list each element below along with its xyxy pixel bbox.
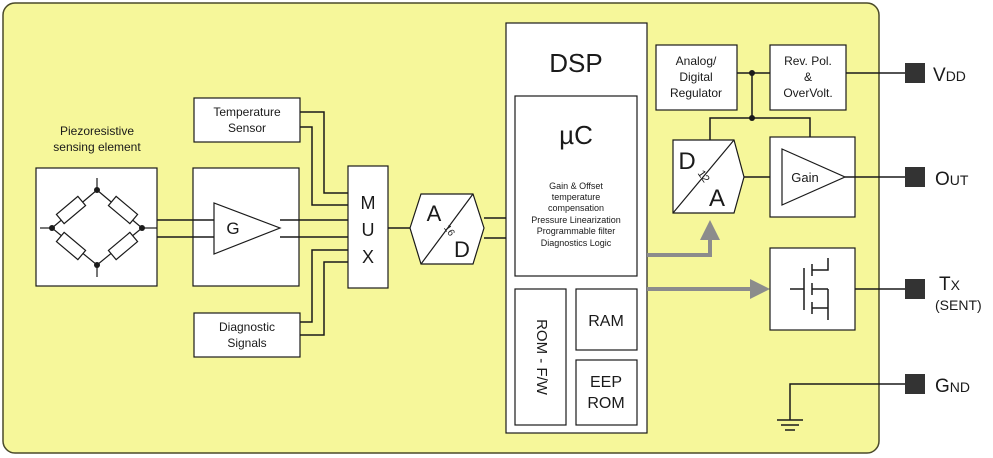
eeprom-label-line1: EEP (590, 374, 622, 391)
piezo-sensing-element (35, 167, 158, 287)
pin-tx-label: TX (939, 274, 961, 295)
diag-to-mux-lines (300, 249, 348, 336)
regulator-line1: Analog/ (676, 54, 717, 68)
uc-line4: Pressure Linearization (531, 215, 621, 225)
protection-line2: & (804, 70, 812, 84)
pin-out-label: OUT (935, 169, 969, 190)
rom-block (514, 288, 567, 426)
amp-to-mux-lines (299, 219, 348, 238)
pin-gnd-sub: ND (950, 379, 970, 395)
ram-block (575, 288, 638, 351)
pin-tx-note: (SENT) (935, 297, 982, 313)
pin-tx-sub: X (951, 277, 961, 293)
protection-block (769, 44, 847, 111)
mux-letter-x: X (362, 247, 374, 267)
piezo-label-line1: Piezoresistive (60, 124, 134, 138)
dac-block (672, 139, 745, 214)
dsp-to-tx-arrow (647, 279, 770, 299)
pin-vdd-main: V (933, 65, 946, 86)
mux-letter-m: M (361, 193, 376, 213)
protection-line3: OverVolt. (783, 86, 832, 100)
uc-title: µC (559, 120, 593, 150)
temp-label-line2: Sensor (228, 121, 266, 135)
pin-out-main: O (935, 169, 950, 190)
dsp-to-dac-arrow (647, 220, 720, 257)
adc-letter-d: D (454, 237, 470, 262)
dac-letter-d: D (678, 148, 695, 175)
regulator-line2: Digital (679, 70, 712, 84)
pin-vdd-label: VDD (933, 65, 966, 86)
dac-letter-a: A (709, 185, 725, 212)
ram-label: RAM (588, 313, 624, 330)
diag-label-line2: Signals (227, 336, 266, 350)
ground-icon (777, 383, 905, 431)
pin-out (905, 167, 925, 187)
piezo-label-line2: sensing element (53, 140, 141, 154)
microcontroller-block (514, 95, 638, 277)
output-gain-label: Gain (791, 170, 818, 185)
transistor-icon (790, 258, 829, 320)
eeprom-label-line2: ROM (587, 395, 624, 412)
pin-tx (905, 279, 925, 299)
regulator-line3: Regulator (670, 86, 722, 100)
eeprom-block (575, 359, 638, 426)
uc-line6: Diagnostics Logic (541, 238, 612, 248)
temperature-sensor-block (193, 97, 301, 143)
pin-gnd (905, 374, 925, 394)
mux-block (347, 165, 389, 289)
dac-bits: 12 (695, 168, 712, 185)
output-gain-triangle (781, 148, 847, 206)
uc-line2: temperature (552, 192, 601, 202)
bridge-to-amp-lines (157, 219, 193, 238)
mux-letter-u: U (362, 220, 375, 240)
adc-letter-a: A (427, 201, 442, 226)
pin-vdd-sub: DD (946, 68, 966, 84)
uc-line3: compensation (548, 203, 604, 213)
pin-tx-main: T (939, 274, 951, 295)
pin-vdd (905, 63, 925, 83)
pin-out-sub: UT (950, 172, 969, 188)
temp-to-mux-lines (300, 111, 348, 206)
regulator-block (655, 44, 738, 111)
diagnostic-signals-block (193, 312, 301, 358)
uc-line5: Programmable filter (537, 226, 616, 236)
power-wiring (709, 70, 905, 140)
adc-block (409, 193, 485, 265)
adc-to-dsp-lines (484, 217, 506, 239)
temp-label-line1: Temperature (213, 105, 281, 119)
pin-gnd-main: G (935, 376, 950, 397)
pin-gnd-label: GND (935, 376, 970, 397)
rom-label: ROM - F/W (533, 319, 550, 396)
dsp-title: DSP (549, 48, 602, 78)
uc-line1: Gain & Offset (549, 181, 603, 191)
amplifier-label: G (226, 219, 239, 238)
protection-line1: Rev. Pol. (784, 54, 832, 68)
amplifier-block (192, 167, 300, 287)
diag-label-line1: Diagnostic (219, 320, 275, 334)
